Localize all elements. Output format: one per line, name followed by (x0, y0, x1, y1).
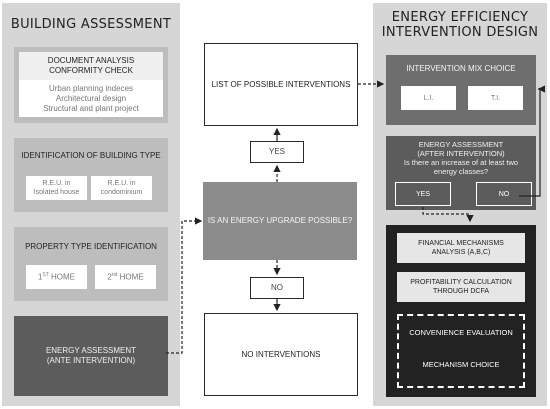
first-home-text: HOME (48, 272, 76, 282)
after-question-2: energy classes? (433, 167, 489, 176)
after-yes-button[interactable]: YES (395, 182, 451, 206)
list-of-interventions-label: LIST OF POSSIBLE INTERVENTIONS (211, 79, 351, 89)
document-item-architectural: Architectural design (55, 93, 127, 103)
document-item-urban: Urban planning indeces (48, 83, 134, 93)
ante-line-1: ENERGY ASSESSMENT (45, 346, 137, 355)
financial-mechanisms-box[interactable]: FINANCIAL MECHANISMS ANALYSIS (A,B,C) (397, 233, 525, 263)
condominium-line-1: R.E.U. in (107, 180, 136, 187)
energy-upgrade-question[interactable]: IS AN ENERGY UPGRADE POSSIBLE? (203, 182, 357, 260)
convenience-dashed-box: CONVENIENCE EVALUATION MECHANISM CHOICE (397, 314, 525, 388)
financial-mechanisms-line-2: ANALYSIS (A,B,C) (431, 249, 491, 256)
first-home-num: 1 (37, 272, 43, 282)
mix-option-ti[interactable]: T.I. (468, 86, 523, 110)
building-type-title: IDENTIFICATION OF BUILDING TYPE (21, 151, 161, 160)
yes-label: YES (268, 147, 285, 156)
energy-efficiency-panel: ENERGY EFFICIENCY INTERVENTION DESIGN IN… (373, 3, 547, 406)
energy-assessment-after-section: ENERGY ASSESSMENT (AFTER INTERVENTION) I… (386, 136, 536, 210)
property-first-home[interactable]: 1ST HOME (26, 265, 87, 289)
convenience-evaluation-label[interactable]: CONVENIENCE EVALUATION (409, 328, 513, 337)
financial-mechanisms-line-1: FINANCIAL MECHANISMS (418, 240, 504, 247)
intervention-mix-title: INTERVENTION MIX CHOICE (406, 64, 516, 73)
no-box[interactable]: NO (250, 277, 304, 299)
profitability-box[interactable]: PROFITABILITY CALCULATION THROUGH DCFA (397, 272, 525, 302)
document-item-structural: Structural and plant project (43, 103, 139, 113)
energy-assessment-ante[interactable]: ENERGY ASSESSMENT (ANTE INTERVENTION) (14, 316, 168, 396)
isolated-line-1: R.E.U. in (42, 180, 71, 187)
first-home-sup: ST (42, 272, 49, 279)
arrow-yes-to-financial (422, 207, 474, 223)
after-title: ENERGY ASSESSMENT (AFTER INTERVENTION) I… (386, 140, 536, 176)
arrow-ante-to-question (166, 217, 203, 354)
financial-section: FINANCIAL MECHANISMS ANALYSIS (A,B,C) PR… (386, 225, 536, 397)
second-home-num: 2 (107, 272, 112, 282)
no-interventions-label: NO INTERVENTIONS (241, 349, 321, 359)
list-of-interventions-box[interactable]: LIST OF POSSIBLE INTERVENTIONS (204, 43, 358, 126)
first-home-label: 1ST HOME (38, 272, 75, 282)
document-analysis-header: DOCUMENT ANALYSIS CONFORMITY CHECK (19, 52, 163, 80)
second-home-label: 2nd HOME (107, 272, 143, 282)
mix-option-li-label: L.I. (423, 94, 434, 102)
after-yes-label: YES (415, 190, 430, 198)
isolated-line-2: Isolated house (33, 189, 80, 196)
building-assessment-title: BUILDING ASSESSMENT (10, 17, 172, 32)
document-analysis-title-2: CONFORMITY CHECK (49, 66, 133, 75)
document-analysis-section: DOCUMENT ANALYSIS CONFORMITY CHECK Urban… (14, 47, 168, 123)
profitability-line-2: THROUGH DCFA (433, 288, 489, 295)
no-interventions-box[interactable]: NO INTERVENTIONS (204, 313, 358, 396)
ante-line-2: (ANTE INTERVENTION) (46, 356, 136, 365)
property-type-title: PROPERTY TYPE IDENTIFICATION (25, 242, 157, 251)
after-line-2: (AFTER INTERVENTION) (417, 149, 505, 158)
second-home-text: HOME (117, 272, 144, 282)
building-type-section: IDENTIFICATION OF BUILDING TYPE R.E.U. i… (14, 138, 168, 212)
energy-efficiency-title-1: ENERGY EFFICIENCY (391, 10, 529, 25)
mix-option-li[interactable]: L.I. (401, 86, 456, 110)
no-label: NO (271, 283, 283, 292)
mix-option-ti-label: T.I. (490, 94, 501, 102)
property-type-section: PROPERTY TYPE IDENTIFICATION 1ST HOME 2n… (14, 227, 168, 301)
after-no-button[interactable]: NO (476, 182, 532, 206)
profitability-line-1: PROFITABILITY CALCULATION (410, 279, 512, 286)
mechanism-choice-label[interactable]: MECHANISM CHOICE (422, 360, 500, 369)
document-analysis-title-1: DOCUMENT ANALYSIS (47, 56, 135, 65)
building-type-condominium[interactable]: R.E.U. in condominium (91, 176, 152, 200)
energy-upgrade-question-label: IS AN ENERGY UPGRADE POSSIBLE? (207, 216, 353, 225)
condominium-line-2: condominium (100, 189, 143, 196)
building-type-isolated[interactable]: R.E.U. in Isolated house (26, 176, 87, 200)
building-assessment-panel: BUILDING ASSESSMENT DOCUMENT ANALYSIS CO… (2, 3, 180, 406)
after-no-label: NO (498, 190, 510, 198)
second-home-sup: nd (111, 272, 118, 279)
property-second-home[interactable]: 2nd HOME (95, 265, 156, 289)
intervention-mix-section: INTERVENTION MIX CHOICE L.I. T.I. (386, 55, 536, 125)
document-analysis-list: Urban planning indeces Architectural des… (19, 80, 163, 117)
yes-box[interactable]: YES (250, 141, 304, 163)
energy-efficiency-title-2: INTERVENTION DESIGN (381, 25, 539, 40)
after-line-1: ENERGY ASSESSMENT (418, 140, 504, 149)
after-question-1: Is there an increase of at least two (403, 158, 519, 167)
arrow-no-back-to-mix (519, 88, 541, 197)
